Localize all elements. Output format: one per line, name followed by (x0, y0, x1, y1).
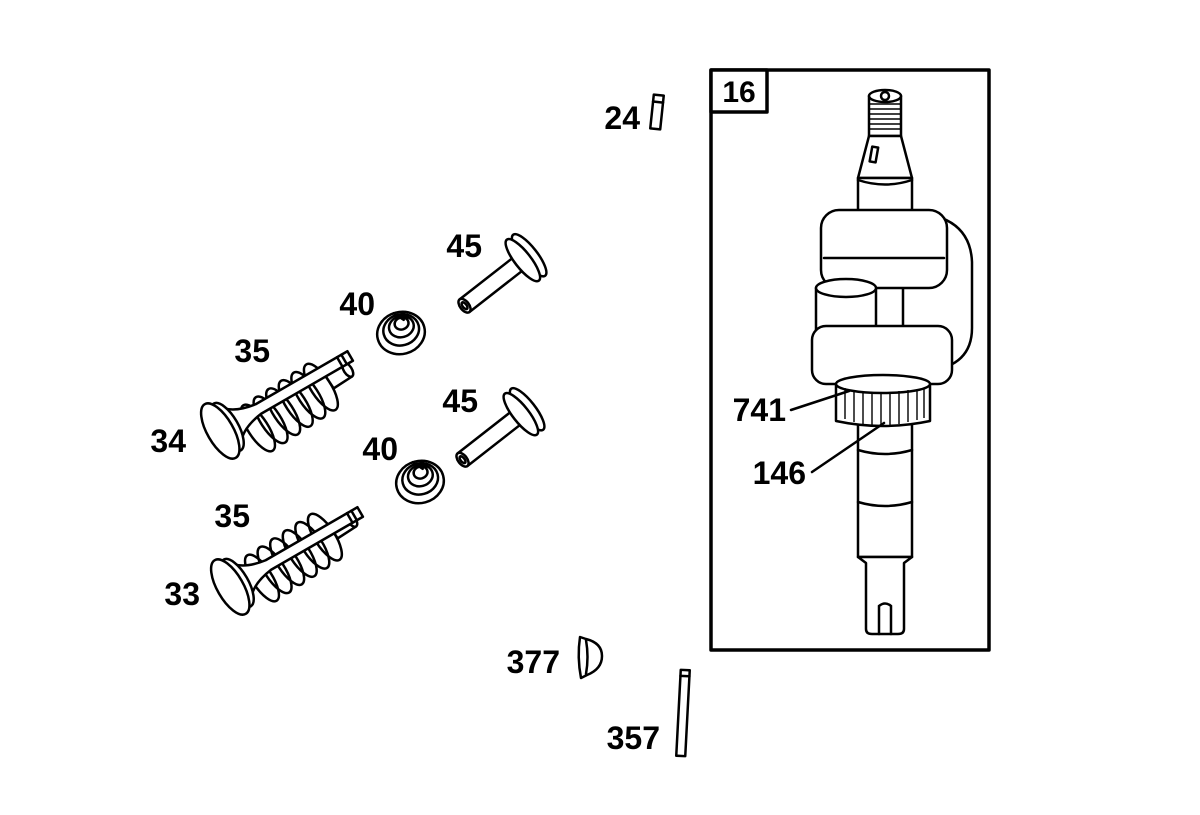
part-retainer-40-upper (371, 305, 431, 361)
part-retainer-40-lower (390, 454, 450, 510)
part-key-24 (649, 93, 665, 131)
part-pin-357 (675, 668, 691, 758)
label-gear-741: 741 (733, 392, 786, 428)
label-spring-35-upper: 35 (234, 333, 270, 369)
leader-line-146 (810, 421, 886, 474)
label-key-377: 377 (507, 644, 560, 680)
label-retainer-40-lower: 40 (362, 431, 398, 467)
label-valve-34: 34 (150, 423, 186, 459)
label-spring-35-lower: 35 (214, 498, 250, 534)
label-tappet-45-lower: 45 (442, 383, 478, 419)
leader-line-741 (789, 389, 851, 412)
assembly-box-label-frame (709, 68, 769, 114)
part-valve-34 (192, 327, 367, 466)
label-pin-357: 357 (607, 720, 660, 756)
part-crankshaft (810, 88, 974, 636)
label-key-24: 24 (604, 100, 640, 136)
part-key-377 (577, 635, 604, 680)
label-retainer-40-upper: 40 (339, 286, 375, 322)
label-tappet-45-upper: 45 (446, 228, 482, 264)
label-key-146: 146 (753, 455, 806, 491)
label-valve-33: 33 (164, 576, 200, 612)
label-assembly-16: 16 (722, 76, 755, 109)
